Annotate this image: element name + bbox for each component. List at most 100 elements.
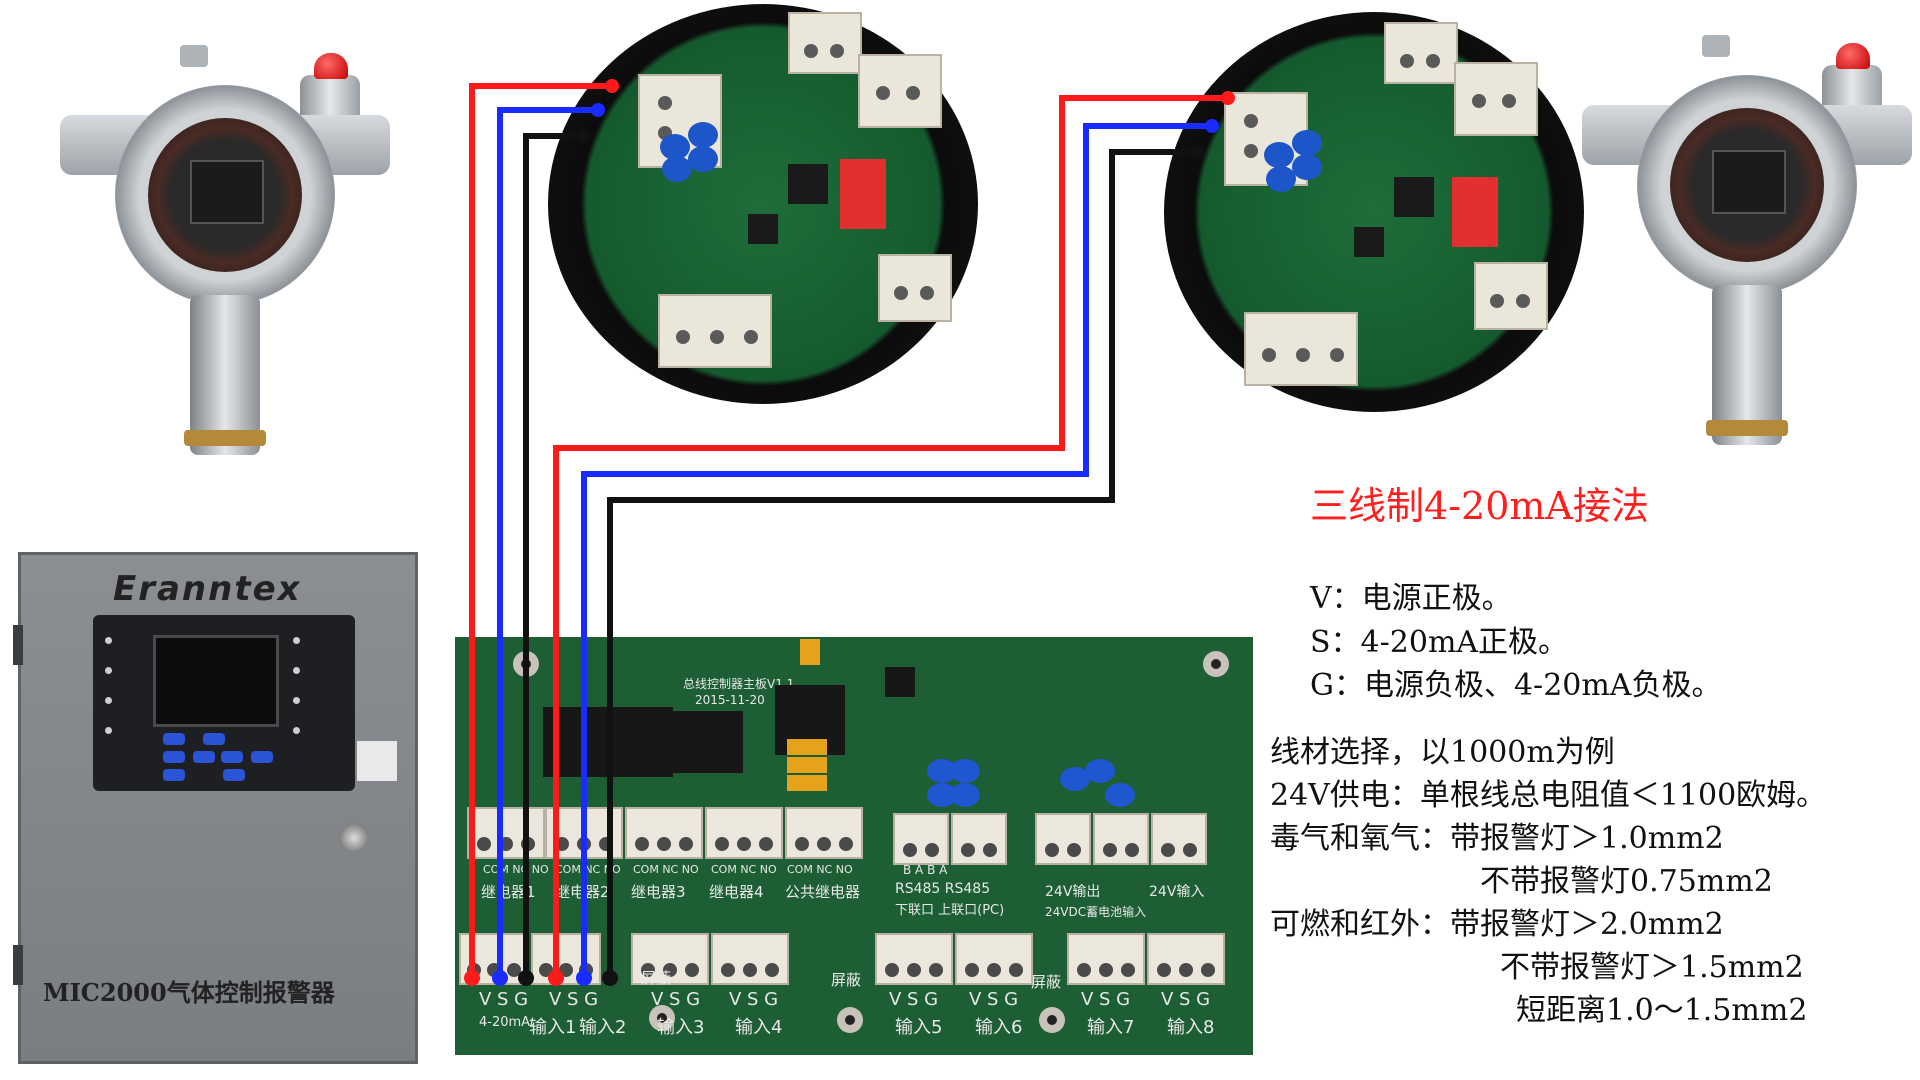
wire-spec-line-1: 24V供电：单根线总电阻值＜1100欧姆。 — [1270, 778, 1827, 813]
wire-spec-line-6: 短距离1.0～1.5mm2 — [1516, 993, 1808, 1028]
rs485-terminal — [951, 813, 1007, 865]
legend-g: G：电源负极、4-20mA负极。 — [1310, 668, 1722, 703]
input1-terminal[interactable] — [459, 933, 529, 985]
capacitor — [688, 122, 718, 148]
input1-label: 输入1 — [529, 1017, 577, 1038]
ic-chip — [748, 214, 778, 244]
rs485-label: RS485 RS485 — [895, 881, 991, 897]
detector-sensor-ring — [184, 430, 266, 446]
detector-sensor-ring — [1706, 420, 1788, 436]
input4-terminal[interactable] — [711, 933, 789, 985]
input3-label: 输入3 — [657, 1017, 705, 1038]
sensor-pcb-right — [1164, 12, 1584, 412]
output-24v-label: 24V输出 — [1045, 884, 1101, 900]
status-led — [293, 727, 300, 734]
menu-button[interactable] — [163, 733, 185, 745]
status-led — [293, 637, 300, 644]
battery-input-label: 24VDC蓄电池输入 — [1045, 905, 1147, 919]
ic-chip — [788, 164, 828, 204]
power-24v-input-terminal — [1151, 813, 1207, 865]
back-button[interactable] — [163, 769, 185, 781]
down-button[interactable] — [223, 769, 245, 781]
red-relay — [1452, 177, 1498, 247]
input7-terminal[interactable] — [1067, 933, 1145, 985]
alarm-lamp-icon — [1836, 43, 1870, 69]
wire-spec-line-4: 可燃和红外：带报警灯＞2.0mm2 — [1270, 907, 1724, 942]
input2-label: 输入2 — [579, 1017, 627, 1038]
controller-model-label: MIC2000气体控制报警器 — [43, 978, 335, 1007]
input-24v-label: 24V输入 — [1149, 884, 1205, 900]
shield-ground-hole — [649, 1005, 675, 1031]
detector-display — [1712, 150, 1786, 214]
red-relay — [840, 159, 886, 229]
shield-ground-hole — [1039, 1007, 1065, 1033]
relay4-label: 继电器4 — [709, 883, 764, 901]
rs485-terminal — [893, 813, 949, 865]
wire-spec-line-3: 不带报警灯0.75mm2 — [1480, 864, 1773, 899]
vsg-label: V S G — [651, 989, 701, 1010]
relay-block — [673, 711, 743, 773]
tantalum-capacitor — [787, 775, 827, 791]
board-date: 2015-11-20 — [695, 693, 765, 707]
vsg-label: V S G — [729, 989, 779, 1010]
shield-label: 屏蔽 — [641, 969, 672, 987]
input8-terminal[interactable] — [1147, 933, 1225, 985]
input5-terminal[interactable] — [875, 933, 953, 985]
input4-label: 输入4 — [735, 1017, 783, 1038]
relay3-label: 继电器3 — [631, 883, 686, 901]
gas-control-alarm-cabinet: Eranntex MIC2000气体控制报警器 — [13, 552, 418, 1064]
detector-head-cap — [1702, 35, 1730, 57]
capacitor — [1085, 759, 1115, 783]
capacitor — [1105, 783, 1135, 807]
mounting-hole — [513, 651, 539, 677]
capacitor — [1264, 142, 1294, 168]
cabinet-hinge — [13, 945, 23, 985]
up-button[interactable] — [203, 733, 225, 745]
status-led — [293, 667, 300, 674]
pcb-terminal — [1384, 22, 1458, 84]
tantalum-capacitor — [787, 757, 827, 773]
input6-label: 输入6 — [975, 1017, 1023, 1038]
confirm-button[interactable] — [163, 751, 185, 763]
vsg-label: V S G — [1161, 989, 1211, 1010]
relay2-pins: COM NC NO — [555, 863, 621, 876]
vsg-label: V S G — [479, 989, 529, 1010]
nameplate-sticker — [357, 741, 397, 781]
brand-logo: Eranntex — [113, 569, 302, 609]
relay1-label: 继电器1 — [481, 883, 536, 901]
relay4-pins: COM NC NO — [711, 863, 777, 876]
wire-spec-line-5: 不带报警灯＞1.5mm2 — [1500, 950, 1804, 985]
gas-detector-left — [60, 45, 390, 465]
tantalum-capacitor — [800, 639, 820, 665]
input6-terminal[interactable] — [955, 933, 1033, 985]
vsg-label: V S G — [889, 989, 939, 1010]
relay1-terminal — [467, 807, 545, 859]
shield-ground-hole — [837, 1007, 863, 1033]
sensor-pcb-left — [548, 4, 978, 404]
ic-chip — [1354, 227, 1384, 257]
control-panel — [93, 615, 355, 791]
status-led — [105, 637, 112, 644]
detector-head-cap — [180, 45, 208, 67]
reset-button[interactable] — [251, 751, 273, 763]
input2-terminal[interactable] — [531, 933, 601, 985]
current-loop-label: 4-20mA: — [479, 1015, 535, 1030]
legend-s: S：4-20mA正极。 — [1310, 625, 1569, 660]
rs485-pins: B A B A — [903, 863, 948, 877]
right-button[interactable] — [221, 751, 243, 763]
door-lock-knob — [339, 823, 369, 853]
input8-label: 输入8 — [1167, 1017, 1215, 1038]
power-24v-output-terminal — [1035, 813, 1091, 865]
alarm-lamp-icon — [314, 53, 348, 79]
pcb-terminal — [878, 254, 952, 322]
wire-spec-line-2: 毒气和氧气：带报警灯＞1.0mm2 — [1270, 821, 1724, 856]
pcb-terminal — [1474, 262, 1548, 330]
tantalum-capacitor — [787, 739, 827, 755]
relay4-terminal — [705, 807, 783, 859]
left-button[interactable] — [193, 751, 215, 763]
relay2-terminal — [545, 807, 623, 859]
pcb-terminal — [1454, 62, 1538, 136]
pcb-terminal — [658, 294, 772, 368]
relay3-terminal — [625, 807, 703, 859]
power-24v-output-terminal — [1093, 813, 1149, 865]
